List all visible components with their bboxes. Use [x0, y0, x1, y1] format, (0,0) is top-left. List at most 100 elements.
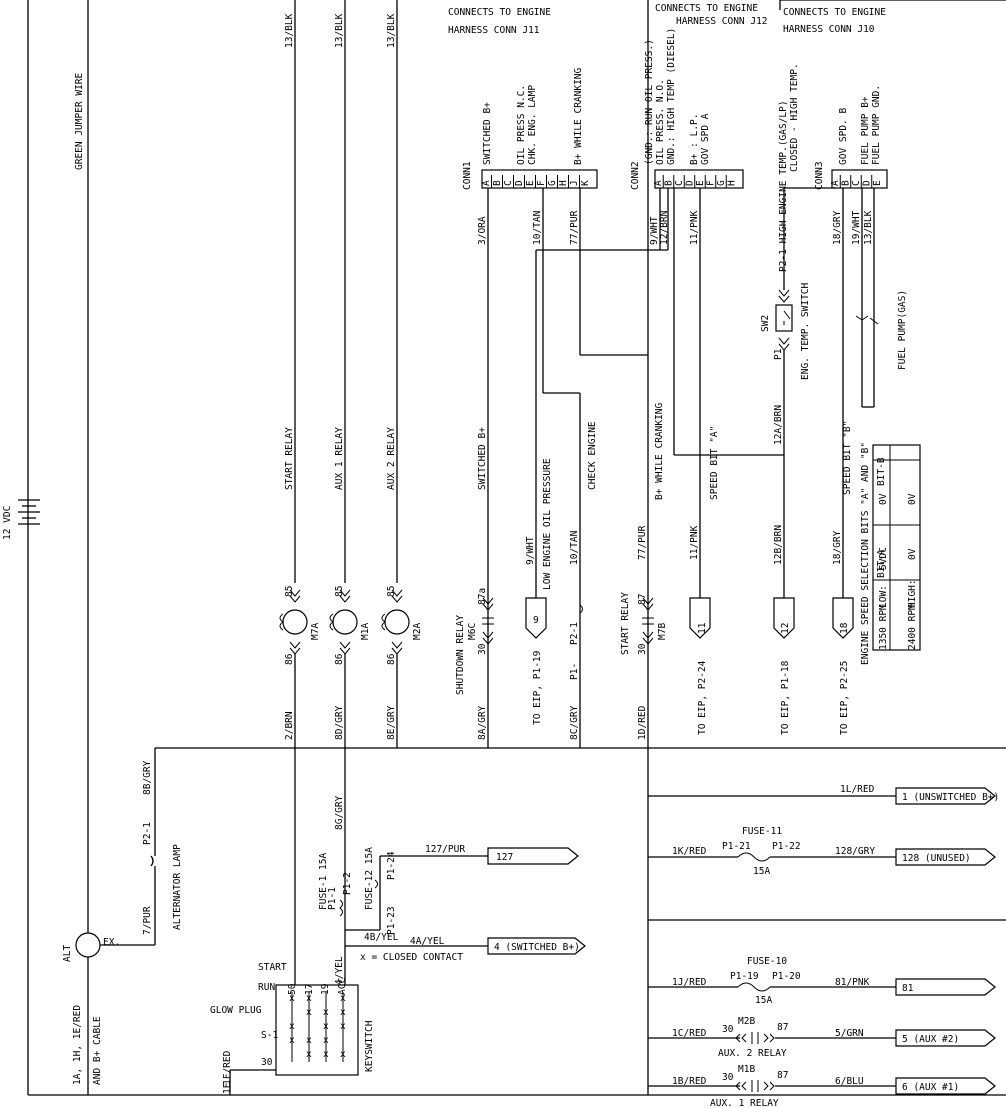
flag-12-shape	[773, 597, 795, 639]
conn3-pin-c: C	[851, 180, 862, 186]
conn2-func-e2: GOV SPD A	[700, 113, 711, 165]
header-j12-line1: CONNECTS TO ENGINE	[655, 3, 758, 14]
ground-wires: 13/BLK 13/BLK 13/BLK START RELAY AUX 1 R…	[284, 0, 398, 583]
out-128: 128 (UNUSED)	[902, 853, 971, 864]
flag-12: 12	[780, 623, 791, 634]
ks-contact: x	[340, 1007, 346, 1018]
flag-9-shape	[525, 597, 547, 639]
green-jumper-label: GREEN JUMPER WIRE	[74, 72, 85, 170]
conn1-func-j: B+ WHILE CRANKING	[573, 67, 584, 165]
fuse10-b: P1-20	[772, 971, 801, 982]
shutdown-relay-label: SHUTDOWN RELAY	[455, 615, 466, 695]
sw2-label: SW2	[760, 315, 771, 332]
output-4: 4 (SWITCHED B+) 4B/YEL 4A/YEL	[345, 932, 586, 955]
conn2-func-e1: B+ : L.P.	[689, 114, 700, 165]
header-j10-line2: HARNESS CONN J10	[783, 24, 875, 35]
conn2-wire-b: 12/BRN	[659, 210, 670, 245]
conn1-pin-e: E	[525, 180, 536, 186]
table-r2-b: 0V	[907, 493, 918, 505]
w12b-label: 12B/BRN	[773, 525, 784, 565]
eip-p119: TO EIP, P1-19	[532, 650, 543, 725]
out-4: 4 (SWITCHED B+)	[494, 942, 580, 953]
out5-aux2: AUX. 2 RELAY	[718, 1048, 787, 1059]
fuse1-p1: P1-1	[327, 887, 338, 910]
flag-18: 18	[839, 622, 850, 634]
cable-label-1: 1A, 1H, 1E/RED	[72, 1005, 83, 1085]
conn1-wire-j: 77/PUR	[569, 210, 580, 245]
speed-b-label: SPEED BIT "B"	[842, 421, 853, 495]
fuse11-label: FUSE-11	[742, 826, 782, 837]
out-w128: 128/GRY	[835, 846, 875, 857]
output-5: 5 (AUX #2) 1C/RED 5/GRN 30 87 M2B AUX. 2…	[648, 1016, 996, 1059]
out-w6: 6/BLU	[835, 1076, 864, 1087]
sw2-desc: ENG. TEMP. SWITCH	[800, 282, 811, 380]
routing-wires	[535, 188, 785, 748]
wire-13blk-1: 13/BLK	[284, 13, 295, 48]
ks-w1f: 1F/RED	[222, 1050, 233, 1085]
conn1-label: CONN1	[462, 161, 473, 190]
out-1: 1 (UNSWITCHED B+)	[902, 792, 999, 803]
out5-m2b: M2B	[738, 1016, 755, 1027]
ks-contact: x	[323, 1021, 329, 1032]
header-j10-line1: CONNECTS TO ENGINE	[783, 7, 886, 18]
ks-50: 50	[287, 983, 298, 995]
wire-1dred: 1D/RED	[637, 705, 648, 740]
label-m7a: M7A	[310, 623, 321, 640]
ks-30: 30	[261, 1057, 273, 1068]
conn1-pin-b: B	[492, 180, 503, 186]
ks-contact: x	[306, 1007, 312, 1018]
out-w1l: 1L/RED	[840, 784, 875, 795]
ks-contact: x	[323, 1035, 329, 1046]
output-6: 6 (AUX #1) 1B/RED 6/BLU 30 87 M1B AUX. 1…	[648, 1064, 996, 1108]
eip-p225: TO EIP, P2-25	[839, 661, 850, 735]
wire-8dgry: 8D/GRY	[334, 705, 345, 740]
low-oil-label: LOW ENGINE OIL PRESSURE	[542, 458, 553, 590]
conn2-pin-d: D	[685, 180, 696, 186]
conn1-func-f2: CHK. ENG. LAMP	[527, 85, 538, 165]
flag-6-shape	[895, 1077, 996, 1095]
ks-contact: x	[289, 1021, 295, 1032]
out5-87: 87	[777, 1022, 788, 1033]
conn2-wire-a: 9/WHT	[649, 216, 660, 245]
eip-p118: TO EIP, P1-18	[780, 660, 791, 735]
pin86-m2a: 86	[386, 653, 397, 665]
wire-8egry: 8E/GRY	[386, 705, 397, 740]
ks-contact: x	[323, 1049, 329, 1060]
m6c-label: M6C	[467, 623, 478, 640]
out-6: 6 (AUX #1)	[902, 1082, 959, 1093]
out-81: 81	[902, 983, 914, 994]
conn3-func-a1: P2-1 HIGH ENGINE TEMP.(GAS/LP)	[778, 100, 789, 272]
pin-30-m7b: 30	[637, 643, 648, 655]
pin85-m2a: 85	[386, 586, 397, 597]
ks-acc: ACC	[337, 978, 348, 995]
conn2-func-a2: OIL PRESS. N.O.	[655, 79, 666, 165]
out-w81: 81/PNK	[835, 977, 870, 988]
wire-2brn: 2/BRN	[284, 711, 295, 740]
conn1-func-a: SWITCHED B+	[482, 102, 493, 165]
conn1-wire-a: 3/ORA	[477, 216, 488, 245]
conn2-func-a1: (GND.: RUN OIL PRESS.)	[644, 39, 655, 165]
conn2-pin-g: G	[716, 180, 727, 186]
conn1-pin-h: H	[558, 180, 569, 186]
start-relay-label: START RELAY	[284, 427, 295, 490]
out-w4a: 4A/YEL	[410, 936, 445, 947]
wire-8agry: 8A/GRY	[477, 705, 488, 740]
fuse10-a: P1-19	[730, 971, 759, 982]
out-w127: 127/PUR	[425, 844, 465, 855]
wire-8cgry: 8C/GRY	[569, 705, 580, 740]
table-r1-b: 0V	[878, 493, 889, 505]
w18gry-label: 18/GRY	[832, 530, 843, 565]
fuse12-p24: P1-24	[386, 851, 397, 880]
header-j12-line2: HARNESS CONN J12	[676, 16, 768, 27]
b-cranking-label: B+ WHILE CRANKING	[654, 402, 665, 500]
m7b-label: M7B	[657, 623, 668, 640]
out6-87: 87	[777, 1070, 788, 1081]
output-81: 81 1J/RED 81/PNK FUSE-10 P1-19 P1-20 15A	[648, 956, 996, 1006]
conn1-func-f1: OIL PRESS N.C.	[516, 85, 527, 165]
pin-87a: 87a	[477, 588, 488, 605]
flag-128-shape	[895, 848, 996, 866]
table-r2-a: 0V	[907, 548, 918, 560]
conn1-pin-a: A	[481, 180, 492, 186]
keyswitch: START RUN GLOW PLUG S-1 30 50 17 19 ACC …	[210, 795, 463, 1095]
